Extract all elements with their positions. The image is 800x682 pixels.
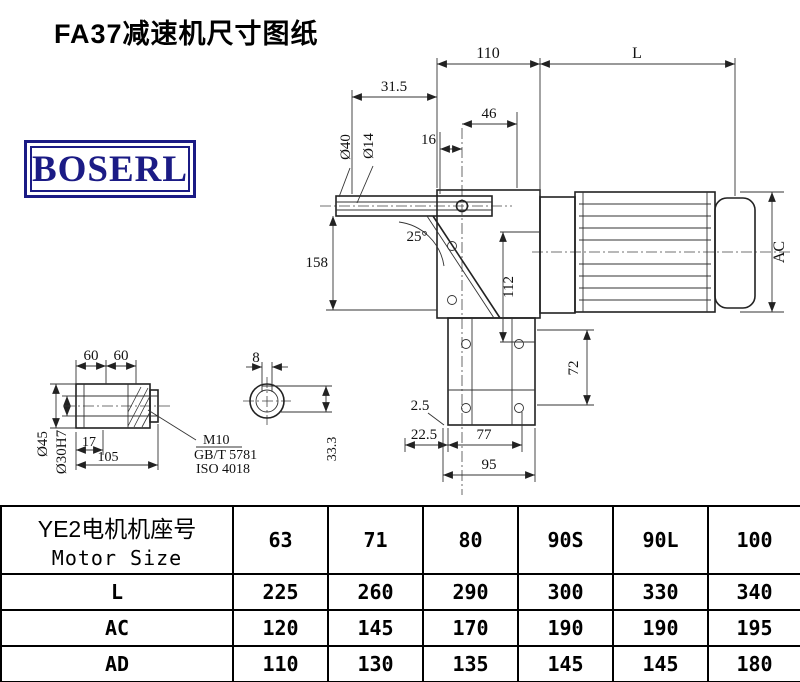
row-label-AC: AC: [0, 609, 234, 647]
table-row-AC: AC 120 145 170 190 190 195: [0, 609, 800, 647]
motor-size-table: YE2电机机座号 Motor Size 63 71 80 90S 90L 100…: [0, 505, 800, 682]
cell-L-4: 330: [612, 573, 709, 611]
shaft-detail-view: 60 60 Ø45 Ø30H7 17 105 M10 GB/T 5781: [35, 348, 257, 477]
table-row-AD: AD 110 130 135 145 145 180: [0, 645, 800, 682]
dim-112: 112: [501, 276, 517, 298]
dim-25deg: 25°: [407, 229, 428, 245]
motor: [539, 191, 756, 314]
boserl-logo: BOSERL: [24, 140, 196, 198]
dim-dia40: Ø40: [338, 134, 354, 160]
cell-AC-1: 145: [327, 609, 424, 647]
col-header-90s: 90S: [517, 505, 614, 575]
col-header-80: 80: [422, 505, 519, 575]
cell-AD-5: 180: [707, 645, 800, 682]
row-label-L: L: [0, 573, 234, 611]
cell-AD-4: 145: [612, 645, 709, 682]
dim-22-5: 22.5: [411, 427, 437, 443]
cell-L-2: 290: [422, 573, 519, 611]
dim-16: 16: [421, 132, 437, 148]
cell-AC-2: 170: [422, 609, 519, 647]
cell-L-5: 340: [707, 573, 800, 611]
dim-110: 110: [476, 45, 499, 62]
main-view: 110 L 31.5 46 16 Ø40 Ø14 25° 158: [306, 45, 792, 495]
dim-2-5: 2.5: [411, 398, 430, 414]
dim-dia30h7: Ø30H7: [54, 429, 70, 474]
motor-size-label-cn: YE2电机机座号: [37, 516, 197, 542]
dim-46: 46: [482, 106, 498, 122]
dim-60-b: 60: [114, 348, 129, 364]
motor-size-header-cell: YE2电机机座号 Motor Size: [0, 505, 234, 575]
dim-77: 77: [477, 427, 493, 443]
dim-AC: AC: [771, 241, 788, 263]
page-title: FA37减速机尺寸图纸: [54, 19, 319, 49]
table-header-row: YE2电机机座号 Motor Size 63 71 80 90S 90L 100: [0, 505, 800, 575]
dim-33-3: 33.3: [325, 437, 340, 462]
label-m10: M10: [203, 433, 229, 448]
dim-dia45: Ø45: [35, 431, 51, 457]
row-label-AD: AD: [0, 645, 234, 682]
dim-95: 95: [482, 457, 497, 473]
dim-105: 105: [98, 450, 119, 465]
col-header-63: 63: [232, 505, 329, 575]
cell-L-3: 300: [517, 573, 614, 611]
dim-dia14: Ø14: [361, 133, 377, 159]
cell-AD-1: 130: [327, 645, 424, 682]
label-gbt-5781: GB/T 5781: [194, 448, 257, 463]
col-header-100: 100: [707, 505, 800, 575]
cell-AC-5: 195: [707, 609, 800, 647]
cell-L-1: 260: [327, 573, 424, 611]
cell-AC-4: 190: [612, 609, 709, 647]
col-header-71: 71: [327, 505, 424, 575]
dim-L: L: [632, 45, 642, 62]
motor-size-label-en: Motor Size: [51, 546, 183, 570]
label-iso-4018: ISO 4018: [196, 462, 250, 477]
dim-17: 17: [82, 435, 96, 450]
gearbox-housing: [426, 189, 541, 426]
dim-8: 8: [252, 350, 260, 366]
cell-AD-0: 110: [232, 645, 329, 682]
boserl-logo-text: BOSERL: [30, 146, 190, 192]
shaft-section-view: 8 33.3: [243, 350, 340, 461]
dim-72: 72: [566, 361, 582, 376]
dim-31-5: 31.5: [381, 79, 407, 95]
cell-L-0: 225: [232, 573, 329, 611]
dim-158: 158: [306, 255, 329, 271]
output-shaft: [335, 195, 493, 217]
col-header-90l: 90L: [612, 505, 709, 575]
table-row-L: L 225 260 290 300 330 340: [0, 573, 800, 611]
cell-AC-3: 190: [517, 609, 614, 647]
cell-AD-3: 145: [517, 645, 614, 682]
dim-60-a: 60: [84, 348, 99, 364]
cell-AD-2: 135: [422, 645, 519, 682]
cell-AC-0: 120: [232, 609, 329, 647]
